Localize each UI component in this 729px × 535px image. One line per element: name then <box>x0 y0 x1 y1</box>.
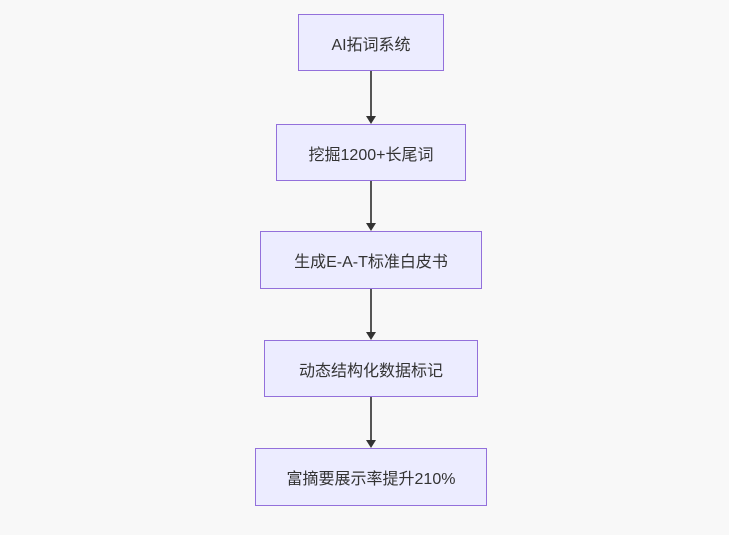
flow-node-rich-snippet-result: 富摘要展示率提升210% <box>255 448 487 506</box>
node-label: 生成E-A-T标准白皮书 <box>294 254 448 271</box>
node-label: 富摘要展示率提升210% <box>286 471 456 488</box>
node-label: 挖掘1200+长尾词 <box>308 146 434 164</box>
flow-edge-arrow-3 <box>370 289 372 333</box>
flow-edge-arrow-2 <box>370 181 372 224</box>
node-label: AI拓词系统 <box>331 36 411 54</box>
flow-edge-arrow-4 <box>370 397 372 441</box>
flow-node-eat-whitepaper: 生成E-A-T标准白皮书 <box>260 231 482 289</box>
flow-node-ai-word-expansion: AI拓词系统 <box>298 14 444 71</box>
node-label: 动态结构化数据标记 <box>298 362 443 380</box>
flow-node-longtail-mining: 挖掘1200+长尾词 <box>276 124 466 181</box>
flow-edge-arrow-1 <box>370 71 372 117</box>
flow-node-structured-data: 动态结构化数据标记 <box>264 340 478 397</box>
